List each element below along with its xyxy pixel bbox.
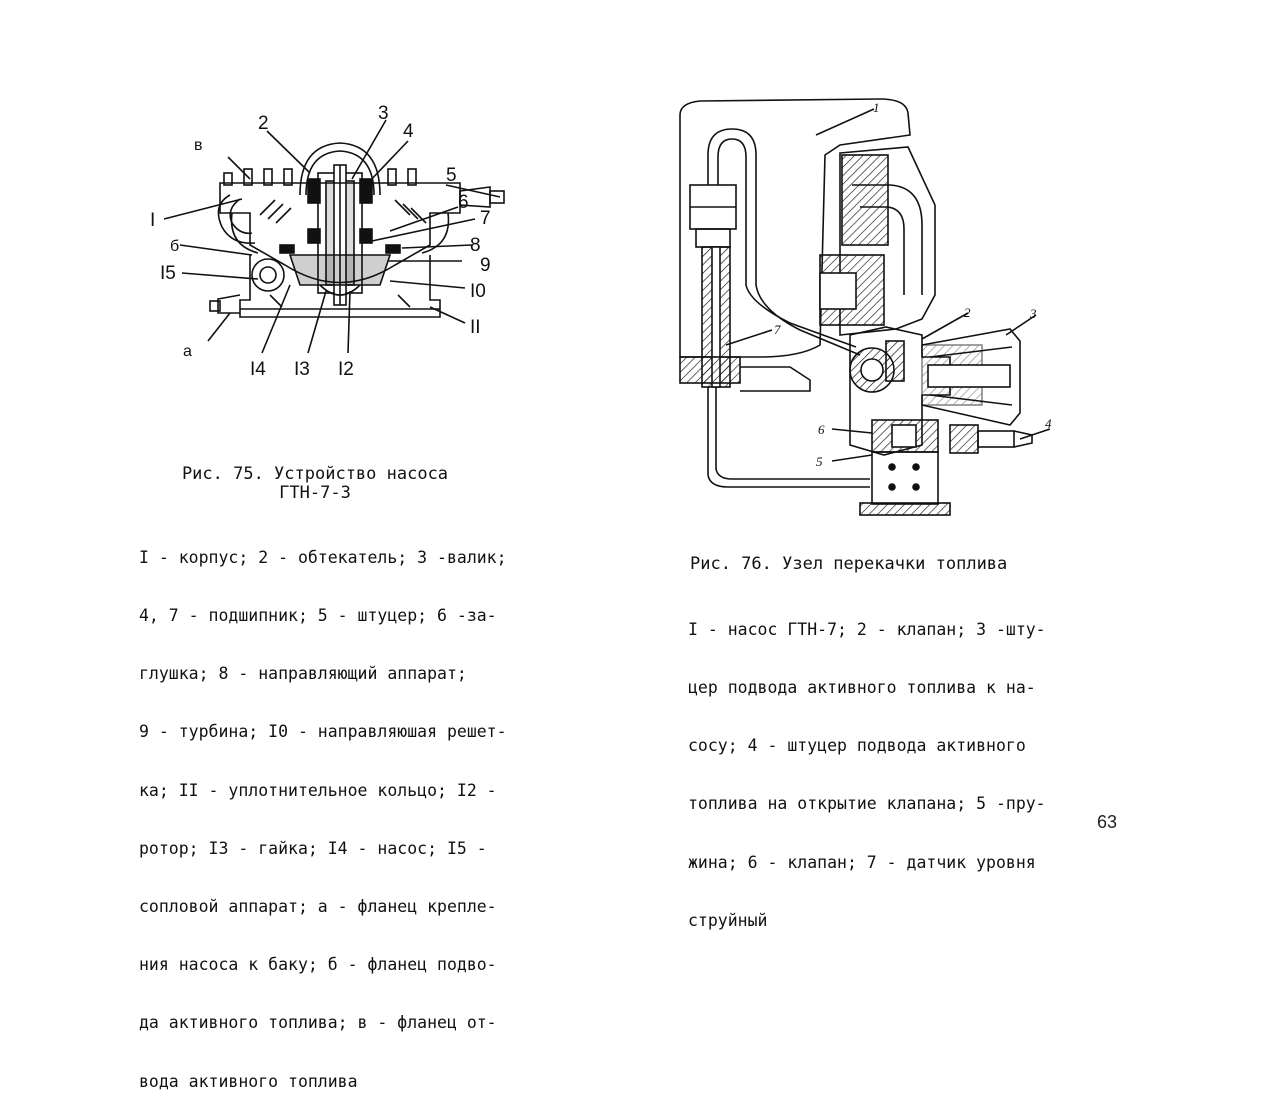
fig75-label-15: I5 (160, 263, 176, 284)
fig75-label-8: 8 (470, 235, 481, 256)
fig75-legend-line: ния насоса к баку; б - фланец подво- (139, 955, 497, 975)
fig75-label-4: 4 (403, 121, 414, 142)
page-number: 63 (1097, 812, 1118, 832)
fig75-caption: Рис. 75. Устройство насоса ГТН-7-3 (150, 465, 480, 503)
fig75-label-6: 6 (458, 192, 469, 213)
fig75-label-13: I3 (294, 359, 310, 380)
fig75-legend-line: вода активного топлива (139, 1071, 358, 1091)
fig76-label-4: 4 (1045, 416, 1052, 431)
fig75-legend-line: 4, 7 - подшипник; 5 - штуцер; 6 -за- (139, 606, 497, 626)
fig76-label-2: 2 (964, 305, 971, 320)
fig76-label-1: 1 (873, 100, 880, 115)
fig76-legend-line: жина; 6 - клапан; 7 - датчик уровня (688, 852, 1036, 872)
fig75-label-1: I (150, 210, 156, 231)
fig76-caption: Рис. 76. Узел перекачки топлива (690, 554, 1008, 574)
fig75-label-10: I0 (470, 281, 486, 302)
fig76-label-3: 3 (1030, 306, 1037, 321)
fig75-legend-line: ротор; I3 - гайка; I4 - насос; I5 - (139, 838, 487, 858)
fig75-label-v: в (194, 137, 203, 154)
fig75-label-7: 7 (480, 208, 491, 229)
fig76-label-5: 5 (816, 454, 823, 469)
fig75-label-14: I4 (250, 359, 266, 380)
fig76-legend-line: топлива на открытие клапана; 5 -пру- (688, 794, 1046, 814)
fig76-legend: I - насос ГТН-7; 2 - клапан; 3 -шту- цер… (688, 581, 1046, 950)
fig75-legend: I - корпус; 2 - обтекатель; 3 -валик; 4,… (139, 509, 507, 1110)
fig75-label-3: 3 (378, 103, 389, 124)
fig75-label-a: а (183, 343, 192, 360)
fig75-label-11: II (470, 317, 481, 338)
fig76-legend-line: сосу; 4 - штуцер подвода активного (688, 736, 1026, 756)
fig75-label-12: I2 (338, 359, 354, 380)
fig75-legend-line: да активного топлива; в - фланец от- (139, 1013, 497, 1033)
fig75-label-5: 5 (446, 165, 457, 186)
fig75-legend-line: ка; II - уплотнительное кольцо; I2 - (139, 780, 497, 800)
fig75-caption-line1: Рис. 75. Устройство насоса (181, 464, 449, 484)
fig75-caption-line2: ГТН-7-3 (279, 483, 351, 503)
figure-76-fuel-transfer-drawing (679, 98, 1051, 516)
fig75-label-b: б (170, 238, 180, 255)
fig76-label-7: 7 (774, 322, 781, 337)
fig76-legend-line: I - насос ГТН-7; 2 - клапан; 3 -шту- (688, 619, 1046, 639)
fig76-legend-line: струйный (688, 910, 768, 930)
fig76-legend-line: цер подвода активного топлива к на- (688, 678, 1036, 698)
fig76-label-6: 6 (818, 422, 825, 437)
figure-75-pump-drawing (163, 119, 505, 354)
fig75-legend-line: 9 - турбина; I0 - направляюшая решет- (139, 722, 507, 742)
fig75-label-2: 2 (258, 113, 269, 134)
fig75-legend-line: глушка; 8 - направляющий аппарат; (139, 664, 467, 684)
fig75-legend-line: I - корпус; 2 - обтекатель; 3 -валик; (139, 547, 507, 567)
fig75-label-9: 9 (480, 255, 491, 276)
fig75-legend-line: сопловой аппарат; а - фланец крепле- (139, 897, 497, 917)
